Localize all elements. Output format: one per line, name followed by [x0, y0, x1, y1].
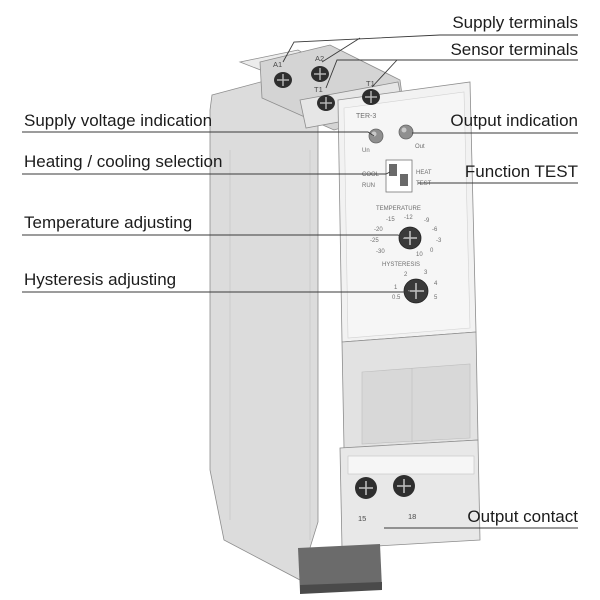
model-label: TER-3 — [356, 113, 376, 120]
terminal-t1-left: T1 — [314, 85, 335, 111]
terminal-18: 18 — [393, 475, 416, 521]
hyst-scale-label: 2 — [404, 272, 408, 278]
terminal-a2-label: A2 — [315, 54, 324, 63]
leader-hysteresis — [22, 290, 411, 293]
terminal-t1-left-label: T1 — [314, 85, 323, 94]
temp-scale-label: 10 — [416, 252, 423, 258]
terminal-15-label: 15 — [358, 514, 366, 523]
leader-temperature — [22, 234, 405, 239]
switch-test-label: TEST — [416, 181, 432, 187]
leader-supply-terminals-a2 — [321, 37, 361, 63]
callout-hysteresis-adjusting: Hysteresis adjusting — [24, 270, 176, 289]
front-panel-bevel — [343, 91, 471, 339]
function-switch: COOL RUN HEAT TEST — [362, 159, 432, 193]
temp-scale-label: -12 — [404, 215, 413, 221]
temperature-title: TEMPERATURE — [376, 206, 421, 212]
temp-scale-label: 0 — [430, 248, 434, 254]
callout-output-indication: Output indication — [450, 111, 578, 130]
hysteresis-dial: HYSTERESIS 2 3 1 4 0.5 5 — [382, 262, 438, 304]
leader-sensor-terminals — [325, 59, 578, 89]
switch-heat-label: HEAT — [416, 170, 432, 176]
leader-supply-terminals — [282, 34, 578, 63]
hyst-scale-label: 0.5 — [392, 295, 401, 301]
callout-function-test: Function TEST — [465, 162, 578, 181]
switch-run-label: RUN — [362, 183, 375, 189]
callout-temperature-adjusting: Temperature adjusting — [24, 213, 192, 232]
temp-scale-label: -9 — [424, 218, 430, 224]
temp-scale-label: -6 — [432, 227, 438, 233]
callout-supply-terminals: Supply terminals — [452, 13, 578, 32]
temp-scale-label: -20 — [374, 227, 383, 233]
temp-scale-label: -30 — [376, 249, 385, 255]
hysteresis-title: HYSTERESIS — [382, 262, 420, 268]
output-led: Out — [398, 124, 425, 150]
temp-scale-label: -3 — [436, 238, 442, 244]
temp-scale-label: -25 — [370, 238, 379, 244]
mid-slot — [361, 363, 471, 445]
terminal-15: 15 — [355, 477, 377, 523]
switch-cool-label: COOL — [362, 172, 380, 178]
terminal-t1-right-label: T1 — [366, 79, 375, 88]
terminal-t1-right: T1 — [362, 79, 380, 105]
callout-output-contact: Output contact — [467, 507, 578, 526]
hyst-scale-label: 5 — [434, 295, 438, 301]
leader-lines — [22, 34, 578, 529]
callout-heating-cooling-selection: Heating / cooling selection — [24, 152, 222, 171]
leader-supply-voltage — [22, 131, 375, 137]
relay-housing — [209, 44, 481, 594]
callout-supply-voltage-indication: Supply voltage indication — [24, 111, 212, 130]
housing-side-face — [209, 71, 319, 581]
leader-heating-cooling — [22, 171, 391, 175]
temperature-dial: TEMPERATURE -15 -12 -9 -20 -6 -25 -3 -30… — [370, 206, 442, 258]
terminal-a2: A2 — [311, 54, 329, 82]
callout-labels: Supply terminals Sensor terminals Supply… — [24, 13, 578, 526]
hyst-scale-label: 1 — [394, 285, 398, 291]
din-clip-shadow — [300, 582, 382, 594]
leader-sensor-terminals-t1 — [371, 59, 398, 88]
top-terminals: A1 A2 T1 T1 — [273, 54, 380, 111]
temp-scale-label: -15 — [386, 217, 395, 223]
front-panel-contents: TER-3 Un Out COOL RUN HEAT TEST TEMPERAT… — [356, 113, 442, 304]
callout-sensor-terminals: Sensor terminals — [450, 40, 578, 59]
bottom-terminals: 15 18 — [347, 455, 475, 523]
supply-led-label: Un — [362, 148, 370, 154]
terminal-a1-label: A1 — [273, 60, 282, 69]
terminal-18-label: 18 — [408, 512, 416, 521]
hyst-scale-label: 3 — [424, 270, 428, 276]
hyst-scale-label: 4 — [434, 281, 438, 287]
din-clip — [298, 544, 382, 592]
terminal-a1: A1 — [273, 60, 292, 88]
output-led-label: Out — [415, 144, 425, 150]
